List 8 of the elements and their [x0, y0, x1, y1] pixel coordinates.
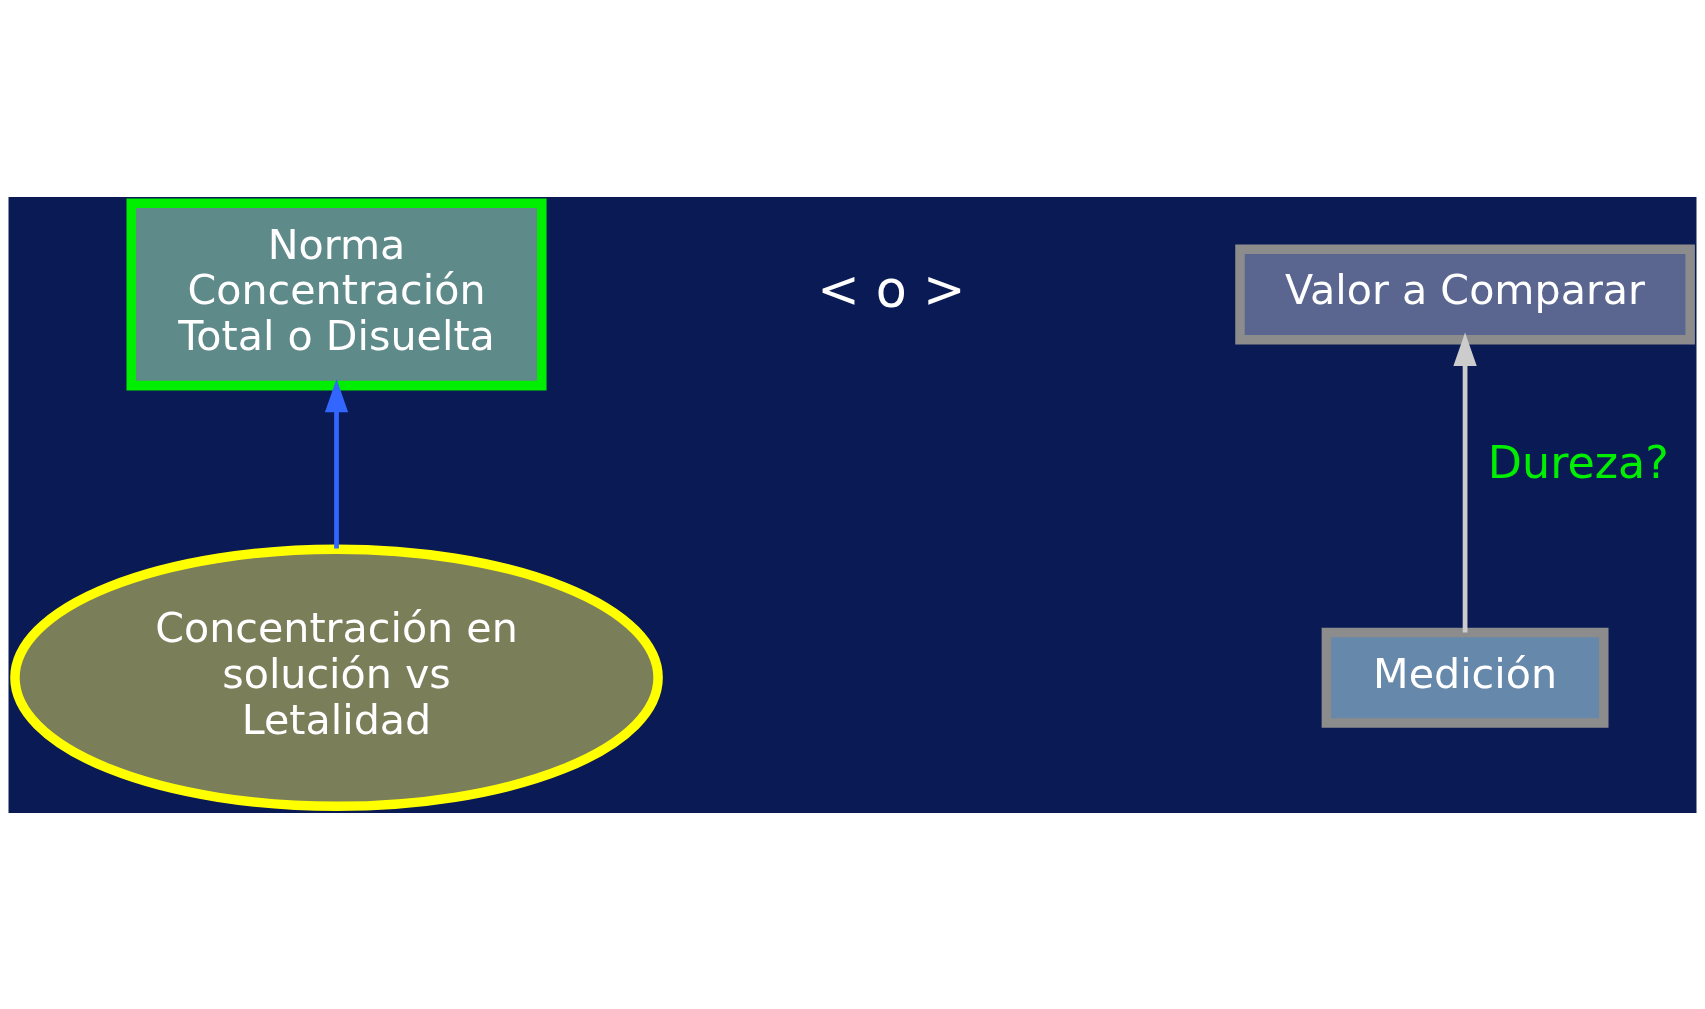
node-ellipse: Concentración en solución vs Letalidad [10, 543, 663, 811]
arrow [324, 378, 349, 549]
edge-label: Dureza? [1487, 436, 1669, 488]
node-box: Valor a Comparar [1235, 244, 1695, 344]
label: < o > [817, 259, 966, 319]
arrow [1453, 332, 1477, 633]
node-box: Medición [1321, 627, 1609, 728]
node-box: Norma Concentración Total o Disuelta [126, 198, 547, 390]
